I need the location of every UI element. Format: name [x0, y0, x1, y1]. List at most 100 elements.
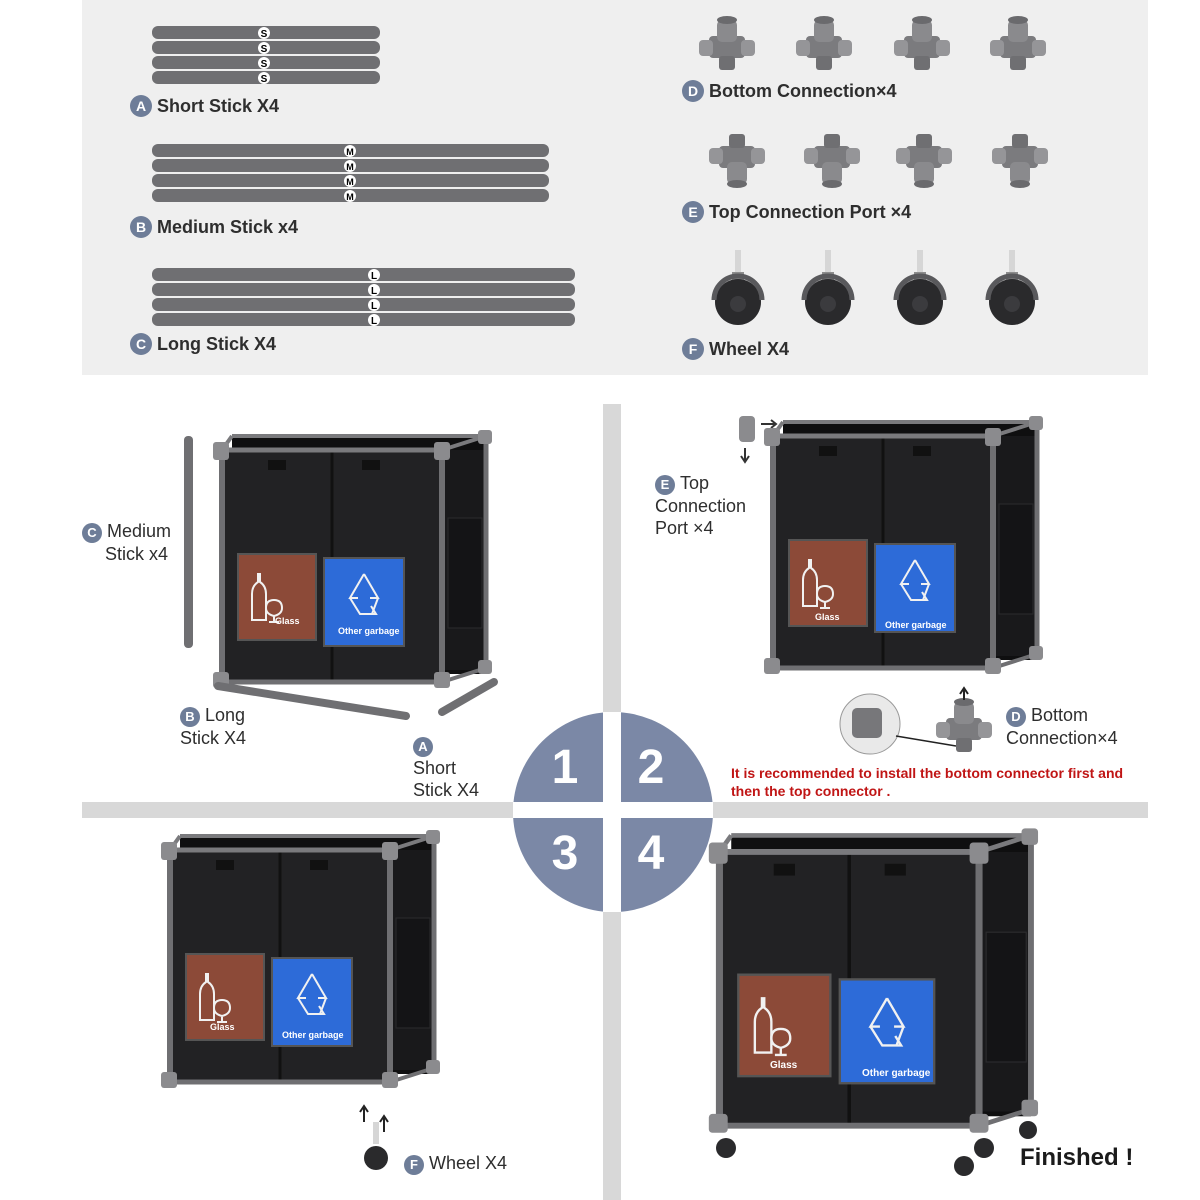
bin-frame [213, 430, 492, 688]
step-number-3: 3 [551, 827, 579, 880]
stick-mark: M [346, 177, 354, 187]
step-number-disc [513, 712, 713, 912]
arrow-down-icon [740, 448, 750, 464]
step-2-e-badge: E [655, 475, 675, 495]
part-e-name: Top Connection Port ×4 [709, 201, 912, 222]
part-a-name: Short Stick X4 [157, 95, 280, 116]
stick-mark: S [261, 29, 268, 40]
arrow-up-icon [959, 686, 969, 700]
part-c-badge: C [130, 333, 152, 355]
short-stick [438, 678, 498, 716]
bin-label-glass: Glass [770, 1060, 798, 1071]
step-number-1: 1 [551, 741, 579, 794]
long-stick [152, 298, 575, 311]
step-1-b-badge: B [180, 707, 200, 727]
step-1-illustration: Glass Other garbage [184, 424, 498, 720]
stick-mark: L [371, 286, 377, 297]
arrow-up-icon [359, 1104, 369, 1122]
bin-label-other: Other garbage [885, 620, 947, 630]
stick-mark: S [261, 59, 268, 70]
bottom-connector-icon [796, 16, 852, 70]
top-connectors [709, 134, 1048, 188]
wheels [692, 244, 1132, 334]
bottom-connectors [699, 16, 1046, 70]
wheel-icon [364, 1146, 388, 1170]
step-1-a-line1: Short [413, 758, 457, 778]
part-d-name: Bottom Connection×4 [709, 80, 897, 101]
wheel-icon [804, 250, 852, 325]
part-d-badge: D [682, 80, 704, 102]
long-stick [152, 268, 575, 281]
step-1-b-line2: Stick X4 [180, 728, 247, 748]
top-connector-icon [896, 134, 952, 188]
part-f-name: Wheel X4 [709, 338, 790, 359]
bin-label-glass: Glass [210, 1022, 235, 1032]
step-2-d-line1: Bottom [1031, 705, 1089, 725]
step-number-2: 2 [637, 741, 665, 794]
bottom-connector-icon [990, 16, 1046, 70]
part-c-name: Long Stick X4 [157, 333, 277, 354]
step-2-e-line3: Port ×4 [655, 518, 714, 538]
long-stick [214, 682, 410, 720]
bin-frame [161, 830, 440, 1088]
step-4-illustration: Glass Other garbage [702, 820, 1052, 1176]
part-b-name: Medium Stick x4 [157, 216, 299, 237]
part-e-label: E Top Connection Port ×4 [682, 201, 911, 223]
bin-label-other: Other garbage [338, 626, 400, 636]
stick-mark: M [346, 192, 354, 202]
step-1-c-line1: Medium [107, 521, 172, 541]
part-d-label: D Bottom Connection×4 [682, 80, 897, 102]
part-c-label: C Long Stick X4 [130, 333, 276, 355]
part-a-badge: A [130, 95, 152, 117]
wheel-icon [896, 250, 944, 325]
arrow-right-icon [761, 419, 778, 429]
arrow-up-icon [379, 1114, 389, 1132]
top-connector-icon [804, 134, 860, 188]
wheel-icon [974, 1138, 994, 1158]
step-2-d-badge: D [1006, 707, 1026, 727]
step-2-bottom-detail [839, 686, 992, 755]
finished-label: Finished ! [1020, 1144, 1134, 1171]
step-1-a-badge: A [413, 737, 433, 757]
part-a-label: A Short Stick X4 [130, 95, 279, 117]
bottom-connector-icon [894, 16, 950, 70]
stick-mark: L [371, 316, 377, 327]
wheel-icon [954, 1156, 974, 1176]
bin-label-glass: Glass [815, 612, 840, 622]
wheel-icon [1019, 1121, 1037, 1139]
medium-stick [184, 436, 193, 648]
bin-label-other: Other garbage [282, 1030, 344, 1040]
bin-frame [709, 828, 1038, 1132]
step-3-f-name: Wheel X4 [429, 1153, 508, 1173]
step-2-illustration: Glass Other garbage [739, 410, 1045, 700]
part-e-badge: E [682, 201, 704, 223]
part-f-badge: F [682, 338, 704, 360]
long-sticks: L L L L [152, 268, 575, 327]
step-2-e-line2: Connection [655, 496, 747, 516]
step-2-d-line2: Connection×4 [1006, 728, 1118, 748]
short-sticks: S S S S [152, 26, 380, 85]
step-1-c-badge: C [82, 523, 102, 543]
stick-mark: M [346, 147, 354, 157]
stick-mark: M [346, 162, 354, 172]
part-b-badge: B [130, 216, 152, 238]
wheel-icon [714, 250, 762, 325]
parts-panel: S S S S A Short Stick X4 M M M M B Mediu… [82, 0, 1148, 375]
long-stick [152, 313, 575, 326]
installation-note: It is recommended to install the bottom … [731, 765, 1124, 799]
stick-mark: S [261, 74, 268, 85]
wheel-icon [988, 250, 1036, 325]
part-f-label: F Wheel X4 [682, 338, 789, 360]
step-2-e-line1: Top [680, 473, 710, 493]
wheel-icon [716, 1138, 736, 1158]
top-connector-icon [992, 134, 1048, 188]
bin-label-glass: Glass [275, 616, 300, 626]
top-connector-icon [709, 134, 765, 188]
bin-frame [764, 416, 1043, 674]
step-3-illustration: Glass Other garbage [152, 822, 452, 1170]
step-1-c-line2: Stick x4 [105, 544, 169, 564]
step-1-short-label: A Short Stick X4 [413, 734, 479, 801]
